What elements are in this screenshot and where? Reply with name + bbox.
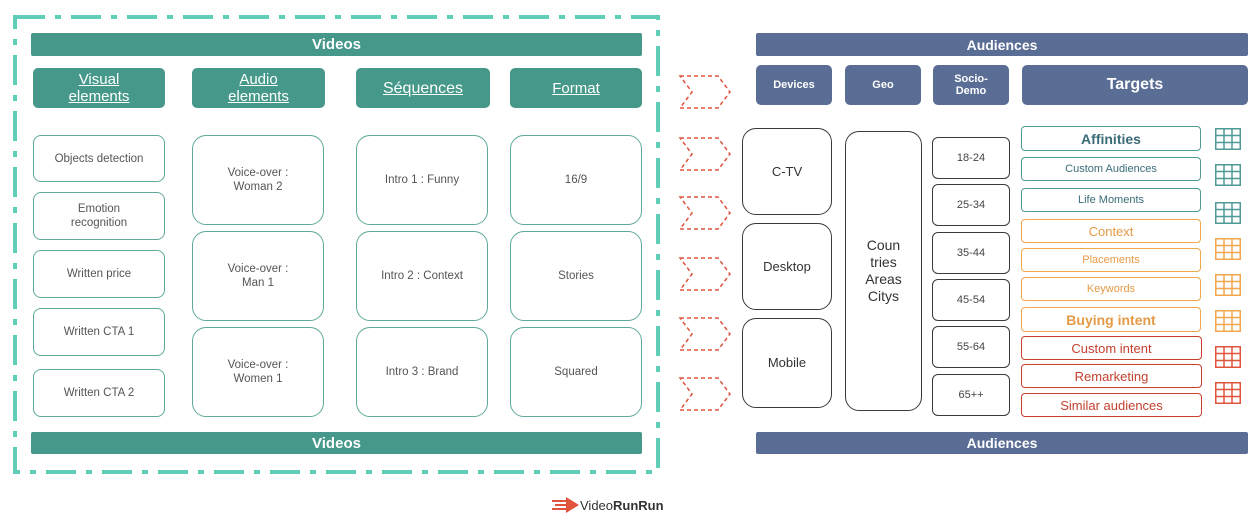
header-sequences[interactable]: Séquences [356, 68, 490, 108]
chevron-arrow-icon [678, 75, 731, 109]
visual-item: Written CTA 1 [33, 308, 165, 356]
age-range: 45-54 [932, 279, 1010, 321]
grid-icon-red [1215, 382, 1241, 404]
grid-icon-orange [1215, 274, 1241, 296]
target-keywords[interactable]: Keywords [1021, 277, 1201, 301]
geo-box: Coun tries Areas Citys [845, 131, 922, 411]
age-range: 35-44 [932, 232, 1010, 274]
header-geo[interactable]: Geo [845, 65, 921, 105]
target-context[interactable]: Context [1021, 219, 1201, 243]
chevron-arrow-icon [678, 257, 731, 291]
chevron-arrow-icon [678, 317, 731, 351]
grid-icon-red [1215, 346, 1241, 368]
age-range: 18-24 [932, 137, 1010, 179]
target-buying-intent[interactable]: Buying intent [1021, 307, 1201, 332]
target-similar-audiences[interactable]: Similar audiences [1021, 393, 1202, 417]
audio-item: Voice-over : Women 1 [192, 327, 324, 417]
grid-icon-orange [1215, 310, 1241, 332]
target-custom-intent[interactable]: Custom intent [1021, 336, 1202, 360]
device-mobile: Mobile [742, 318, 832, 408]
header-audio-elements[interactable]: Audio elements [192, 68, 325, 108]
target-custom-audiences[interactable]: Custom Audiences [1021, 157, 1201, 181]
logo-text-video: Video [580, 497, 614, 513]
logo-text-runrun: RunRun [613, 497, 664, 513]
grid-icon-teal [1215, 128, 1241, 150]
target-affinities[interactable]: Affinities [1021, 126, 1201, 151]
header-targets[interactable]: Targets [1022, 65, 1248, 105]
device-ctv: C-TV [742, 128, 832, 215]
chevron-arrow-icon [678, 377, 731, 411]
header-visual-elements[interactable]: Visual elements [33, 68, 165, 108]
age-range: 55-64 [932, 326, 1010, 368]
age-range: 65++ [932, 374, 1010, 416]
target-remarketing[interactable]: Remarketing [1021, 364, 1202, 388]
videos-title-bottom: Videos [31, 432, 642, 454]
chevron-arrow-icon [678, 196, 731, 230]
target-life-moments[interactable]: Life Moments [1021, 188, 1201, 212]
visual-item: Written CTA 2 [33, 369, 165, 417]
header-devices[interactable]: Devices [756, 65, 832, 105]
visual-item: Objects detection [33, 135, 165, 182]
sequence-item: Intro 3 : Brand [356, 327, 488, 417]
visual-item: Written price [33, 250, 165, 298]
logo-arrow-icon [552, 497, 579, 513]
format-item: Squared [510, 327, 642, 417]
chevron-arrows [678, 75, 731, 411]
header-format[interactable]: Format [510, 68, 642, 108]
sequence-item: Intro 1 : Funny [356, 135, 488, 225]
audio-item: Voice-over : Man 1 [192, 231, 324, 321]
format-item: 16/9 [510, 135, 642, 225]
audiences-title-top: Audiences [756, 33, 1248, 56]
grid-icon-teal [1215, 164, 1241, 186]
format-item: Stories [510, 231, 642, 321]
device-desktop: Desktop [742, 223, 832, 310]
target-placements[interactable]: Placements [1021, 248, 1201, 272]
videos-title-top: Videos [31, 33, 642, 56]
audio-item: Voice-over : Woman 2 [192, 135, 324, 225]
target-grid-icons [1215, 128, 1241, 404]
grid-icon-teal [1215, 202, 1241, 224]
visual-item: Emotion recognition [33, 192, 165, 240]
header-socio-demo[interactable]: Socio- Demo [933, 65, 1009, 105]
age-range: 25-34 [932, 184, 1010, 226]
grid-icon-orange [1215, 238, 1241, 260]
sequence-item: Intro 2 : Context [356, 231, 488, 321]
chevron-arrow-icon [678, 137, 731, 171]
audiences-title-bottom: Audiences [756, 432, 1248, 454]
